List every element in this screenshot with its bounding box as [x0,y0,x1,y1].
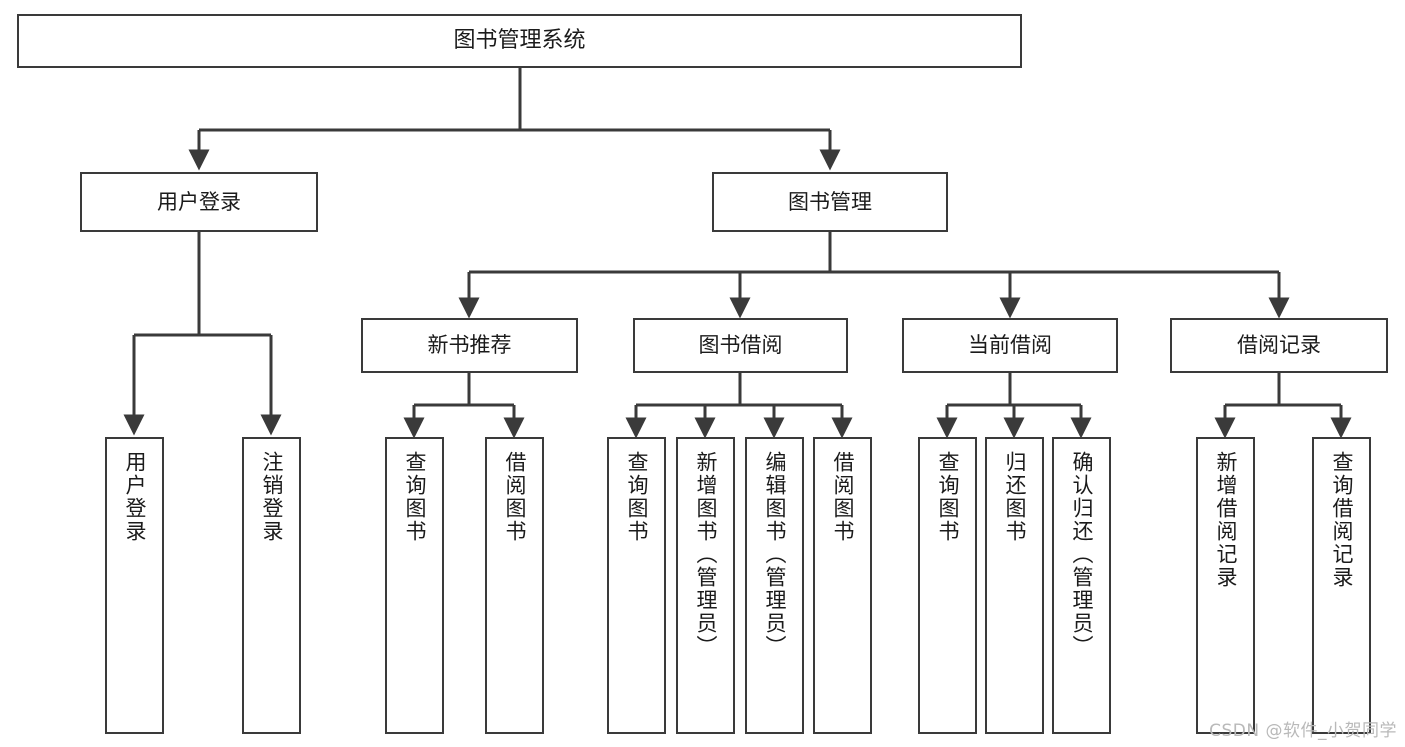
node-label: 图书管理 [788,189,872,214]
node-label: 图书借阅 [698,333,783,358]
leaf-borrow-edit-book-admin[interactable]: 编辑图书（管理员） [745,437,804,734]
node-user-login[interactable]: 用户登录 [80,172,318,232]
node-current-borrow[interactable]: 当前借阅 [902,318,1118,373]
node-label: 查询借阅记录 [1330,451,1354,589]
node-borrow-record[interactable]: 借阅记录 [1170,318,1388,373]
node-new-book-recommend[interactable]: 新书推荐 [361,318,578,373]
node-label: 新增借阅记录 [1214,451,1238,589]
node-label: 归还图书 [1003,451,1027,543]
leaf-borrow-query-book[interactable]: 查询图书 [607,437,666,734]
leaf-user-login-logout[interactable]: 注销登录 [242,437,301,734]
node-label: 借阅记录 [1237,333,1321,358]
node-label: 当前借阅 [968,333,1052,358]
watermark-text: CSDN @软件_小贺同学 [1209,721,1397,741]
leaf-recommend-query-book[interactable]: 查询图书 [385,437,444,734]
node-label: 用户登录 [157,189,241,214]
node-label: 借阅图书 [831,451,855,543]
leaf-borrow-add-book-admin[interactable]: 新增图书（管理员） [676,437,735,734]
leaf-borrow-borrow-book[interactable]: 借阅图书 [813,437,872,734]
node-label: 借阅图书 [503,451,527,543]
leaf-current-confirm-return-admin[interactable]: 确认归还（管理员） [1052,437,1111,734]
leaf-current-query-book[interactable]: 查询图书 [918,437,977,734]
node-label: 查询图书 [625,451,649,543]
leaf-user-login-login[interactable]: 用户登录 [105,437,164,734]
node-label: 编辑图书（管理员） [763,451,787,658]
leaf-record-add-record[interactable]: 新增借阅记录 [1196,437,1255,734]
node-label: 新增图书（管理员） [694,451,718,658]
node-label: 图书管理系统 [453,28,586,54]
node-label: 注销登录 [260,451,284,543]
node-label: 新书推荐 [427,333,512,358]
node-label: 用户登录 [123,451,147,543]
node-label: 确认归还（管理员） [1070,451,1094,658]
leaf-record-query-record[interactable]: 查询借阅记录 [1312,437,1371,734]
leaf-current-return-book[interactable]: 归还图书 [985,437,1044,734]
node-label: 查询图书 [936,451,960,543]
node-book-borrow[interactable]: 图书借阅 [633,318,848,373]
node-root-system[interactable]: 图书管理系统 [17,14,1022,68]
node-label: 查询图书 [403,451,427,543]
node-book-management[interactable]: 图书管理 [712,172,948,232]
leaf-recommend-borrow-book[interactable]: 借阅图书 [485,437,544,734]
